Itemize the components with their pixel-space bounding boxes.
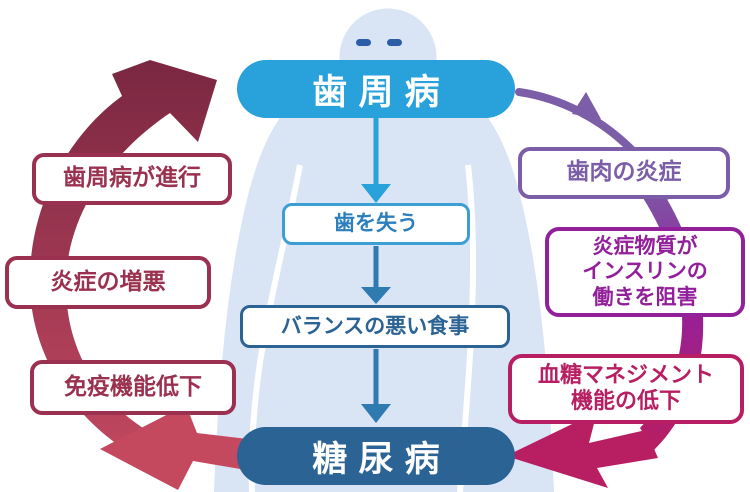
left-cycle-bottom-arrowhead bbox=[100, 405, 264, 490]
node-periodontal-disease: 歯周病 bbox=[237, 60, 515, 118]
label-blood-sugar-management-decline: 血糖マネジメント 機能の低下 bbox=[508, 354, 744, 424]
node-diabetes: 糖尿病 bbox=[237, 427, 515, 485]
label-periodontal-progresses: 歯周病が進行 bbox=[32, 153, 232, 205]
label-line-3: 働きを阻害 bbox=[592, 284, 698, 309]
label-line-1: 炎症物質が bbox=[592, 234, 698, 259]
arrow-diet-to-diabetes bbox=[361, 349, 391, 423]
label-immune-function-decline: 免疫機能低下 bbox=[30, 360, 236, 415]
left-eye-icon bbox=[356, 39, 371, 46]
right-cycle-small-arrowhead bbox=[572, 92, 601, 119]
right-cycle-bottom-arrowhead bbox=[506, 412, 658, 488]
step-text: 歯を失う bbox=[334, 211, 418, 236]
step-lose-teeth: 歯を失う bbox=[282, 203, 470, 245]
step-unbalanced-diet: バランスの悪い食事 bbox=[240, 305, 510, 348]
node-label: 糖尿病 bbox=[312, 439, 451, 480]
arrow-lose-teeth-to-diet bbox=[361, 246, 391, 304]
step-text: バランスの悪い食事 bbox=[280, 313, 470, 338]
label-text: 歯肉の炎症 bbox=[566, 159, 682, 186]
label-line-2: インスリンの bbox=[582, 259, 708, 284]
label-inflammation-worsens: 炎症の増悪 bbox=[5, 256, 211, 309]
arrow-top-to-lose-teeth bbox=[361, 118, 391, 203]
label-line-1: 血糖マネジメント bbox=[537, 362, 714, 388]
label-text: 免疫機能低下 bbox=[64, 373, 202, 400]
node-label: 歯周病 bbox=[312, 72, 451, 113]
center-flow-arrows bbox=[361, 118, 391, 423]
label-text: 歯周病が進行 bbox=[63, 165, 201, 192]
label-insulin-inhibited: 炎症物質が インスリンの 働きを阻害 bbox=[545, 227, 745, 317]
right-eye-icon bbox=[387, 39, 402, 46]
label-line-2: 機能の低下 bbox=[570, 389, 681, 414]
label-gum-inflammation: 歯肉の炎症 bbox=[518, 147, 730, 199]
label-text: 炎症の増悪 bbox=[50, 268, 166, 295]
